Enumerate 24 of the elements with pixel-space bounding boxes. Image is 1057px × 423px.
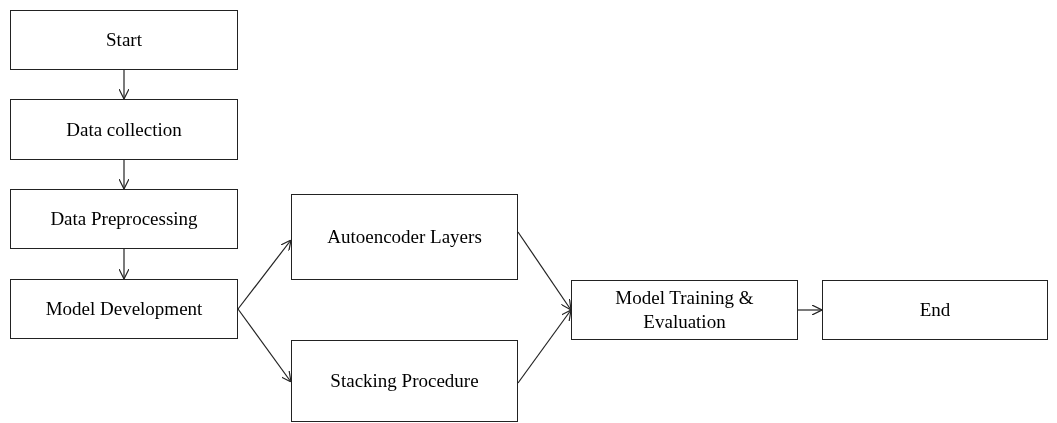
arrow bbox=[237, 239, 292, 310]
box-label: Model Development bbox=[45, 297, 203, 321]
arrow bbox=[797, 304, 823, 316]
arrow bbox=[118, 159, 130, 190]
process-box bbox=[291, 340, 518, 422]
box-label: Start bbox=[106, 28, 142, 52]
arrow bbox=[118, 69, 130, 100]
arrow bbox=[237, 308, 292, 383]
arrow bbox=[517, 309, 572, 384]
process-box bbox=[10, 279, 238, 339]
box-label: Data collection bbox=[66, 117, 182, 142]
process-box bbox=[291, 194, 518, 280]
process-box bbox=[822, 280, 1048, 340]
arrow bbox=[517, 231, 572, 311]
box-label: Data Preprocessing bbox=[50, 207, 198, 231]
box-label: End bbox=[919, 298, 951, 322]
box-label: Stacking Procedure bbox=[330, 369, 479, 393]
box-label: Model Training & Evaluation bbox=[614, 286, 755, 334]
process-box bbox=[10, 99, 238, 160]
arrow bbox=[118, 248, 130, 280]
process-box bbox=[571, 280, 798, 340]
box-label: Autoencoder Layers bbox=[327, 225, 482, 249]
process-box bbox=[10, 10, 238, 70]
process-box bbox=[10, 189, 238, 249]
